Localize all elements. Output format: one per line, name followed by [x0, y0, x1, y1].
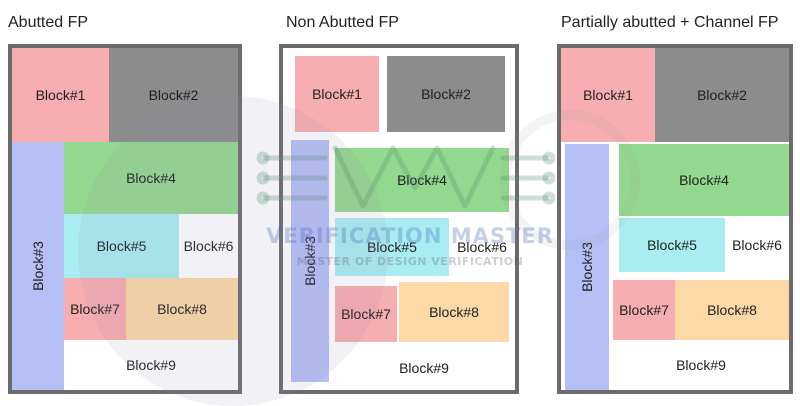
block-6: Block#6 — [179, 214, 238, 278]
block-7: Block#7 — [64, 278, 126, 340]
block-label: Block#1 — [35, 87, 86, 103]
block-label: Block#2 — [148, 87, 199, 103]
block-2: Block#2 — [655, 48, 789, 142]
block-label: Block#3 — [30, 241, 46, 291]
block-label: Block#1 — [583, 87, 633, 103]
block-7: Block#7 — [613, 280, 675, 340]
block-label: Block#4 — [397, 172, 447, 188]
block-label: Block#9 — [399, 360, 449, 376]
block-label: Block#5 — [647, 237, 697, 253]
block-label: Block#7 — [70, 301, 120, 317]
block-9: Block#9 — [335, 348, 513, 388]
block-5: Block#5 — [335, 218, 449, 276]
block-6: Block#6 — [451, 218, 513, 276]
block-2: Block#2 — [109, 48, 238, 142]
block-label: Block#4 — [679, 172, 729, 188]
block-5: Block#5 — [619, 218, 725, 272]
block-4: Block#4 — [619, 144, 789, 216]
block-label: Block#3 — [579, 242, 595, 292]
block-label: Block#9 — [676, 357, 726, 373]
block-label: Block#2 — [421, 86, 471, 102]
block-label: Block#3 — [302, 236, 318, 286]
block-3: Block#3 — [12, 142, 64, 390]
block-9: Block#9 — [613, 340, 789, 390]
block-2: Block#2 — [387, 56, 505, 132]
block-7: Block#7 — [335, 286, 397, 342]
block-label: Block#6 — [183, 238, 234, 254]
block-1: Block#1 — [295, 56, 379, 132]
title-partially-abutted-fp: Partially abutted + Channel FP — [561, 14, 779, 31]
block-label: Block#2 — [697, 87, 747, 103]
block-label: Block#8 — [707, 302, 757, 318]
block-label: Block#6 — [457, 239, 507, 255]
partial-abutted-floorplan: Block#1 Block#2 Block#3 Block#4 Block#5 … — [557, 44, 793, 394]
block-6: Block#6 — [725, 218, 789, 272]
title-abutted-fp: Abutted FP — [8, 14, 89, 31]
block-8: Block#8 — [675, 280, 789, 340]
block-4: Block#4 — [64, 142, 238, 214]
block-8: Block#8 — [126, 278, 238, 340]
block-1: Block#1 — [561, 48, 655, 142]
block-4: Block#4 — [335, 148, 509, 212]
block-label: Block#7 — [341, 306, 391, 322]
block-label: Block#8 — [157, 301, 207, 317]
title-non-abutted-fp: Non Abutted FP — [286, 14, 399, 31]
block-label: Block#5 — [367, 239, 417, 255]
block-3: Block#3 — [565, 144, 609, 390]
block-label: Block#9 — [126, 357, 176, 373]
block-1: Block#1 — [12, 48, 109, 142]
block-label: Block#6 — [732, 237, 782, 253]
block-label: Block#5 — [96, 238, 147, 254]
block-5: Block#5 — [64, 214, 179, 278]
block-8: Block#8 — [399, 282, 509, 342]
non-abutted-floorplan: Block#1 Block#2 Block#3 Block#4 Block#5 … — [279, 44, 519, 394]
abutted-floorplan: Block#1 Block#2 Block#3 Block#4 Block#5 … — [8, 44, 242, 394]
block-label: Block#7 — [619, 302, 669, 318]
block-label: Block#4 — [126, 170, 176, 186]
block-label: Block#8 — [429, 304, 479, 320]
block-3: Block#3 — [291, 140, 329, 382]
block-9: Block#9 — [64, 340, 238, 390]
block-label: Block#1 — [312, 86, 362, 102]
